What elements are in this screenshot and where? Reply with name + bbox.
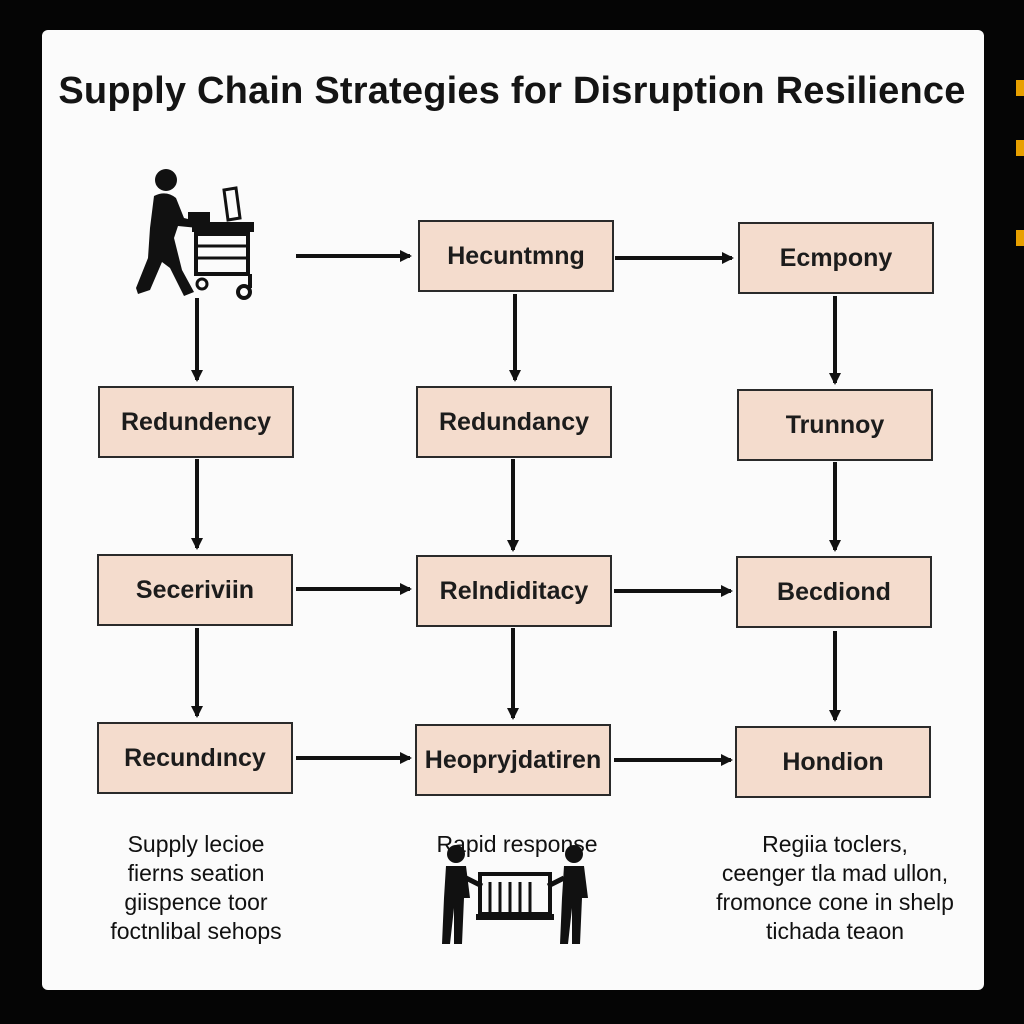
node-hecuntmng: Hecuntmng <box>418 220 614 292</box>
caption-left-line: giispence toor <box>124 889 268 915</box>
caption-right-line: tichada teaon <box>765 918 905 944</box>
caption-right: Regiia toclers, ceenger tla mad ullon, f… <box>700 830 970 946</box>
caption-left-line: foctnlibal sehops <box>110 918 282 944</box>
two-workers-carrying-machine-icon <box>442 845 588 944</box>
caption-left: Supply lecioe fierns seation giispence t… <box>86 830 306 946</box>
node-hondion: Hondion <box>735 726 931 798</box>
node-redundency: Redundency <box>98 386 294 458</box>
node-ecmpony: Ecmpony <box>738 222 934 294</box>
node-relndiditacy: Relndiditacy <box>416 555 612 627</box>
node-recundincy: Recundıncy <box>97 722 293 794</box>
node-heopryjdatiren: Heopryjdatiren <box>415 724 611 796</box>
node-becdiond: Becdiond <box>736 556 932 628</box>
node-redundancy: Redundancy <box>416 386 612 458</box>
edge-decoration <box>1012 40 1024 260</box>
node-seceriviin: Seceriviin <box>97 554 293 626</box>
worker-at-cart-icon <box>136 169 254 300</box>
caption-right-line: fromonce cone in shelp <box>716 889 954 915</box>
caption-right-line: ceenger tla mad ullon, <box>721 860 949 886</box>
caption-left-line: Supply lecioe <box>127 831 265 857</box>
caption-left-line: fierns seation <box>127 860 265 886</box>
caption-right-line: Regiia toclers, <box>762 831 908 857</box>
node-trunnoy: Trunnoy <box>737 389 933 461</box>
diagram-title: Supply Chain Strategies for Disruption R… <box>58 70 966 112</box>
